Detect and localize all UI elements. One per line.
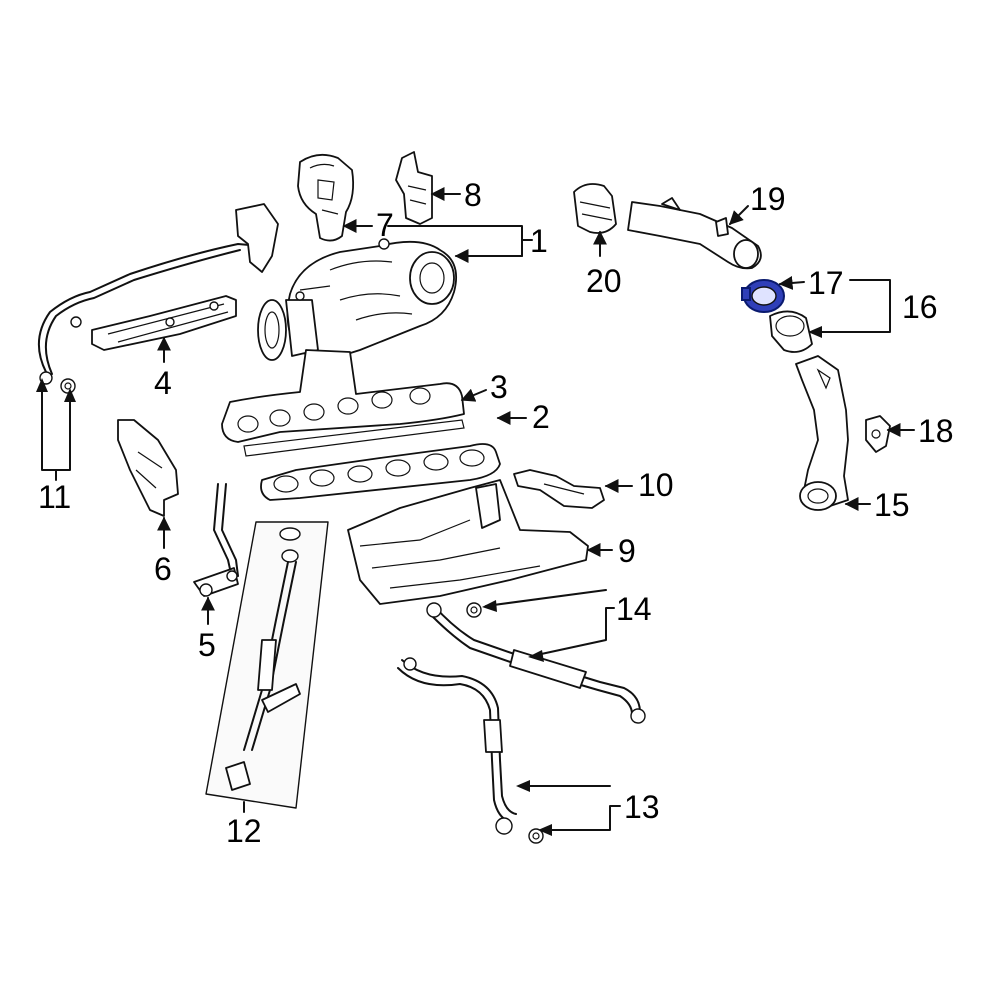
callout-5[interactable]: 5 (198, 627, 216, 663)
hose-clamp-part[interactable] (741, 279, 785, 313)
callout-2[interactable]: 2 (532, 399, 550, 435)
callout-7[interactable]: 7 (376, 207, 394, 243)
heat-shield-bar-part[interactable] (91, 295, 237, 351)
callout-9[interactable]: 9 (618, 533, 636, 569)
leader-lines (36, 187, 915, 836)
callout-19[interactable]: 19 (750, 181, 786, 217)
callout-15[interactable]: 15 (874, 487, 910, 523)
callout-14[interactable]: 14 (616, 591, 652, 627)
callout-11[interactable]: 11 (38, 479, 71, 515)
intake-pipe-part[interactable] (627, 197, 762, 270)
mount-bracket-part[interactable] (117, 419, 179, 517)
callout-17[interactable]: 17 (808, 265, 844, 301)
intake-sleeve-part[interactable] (573, 183, 617, 234)
callout-13[interactable]: 13 (624, 789, 660, 825)
sensor-part[interactable] (865, 415, 891, 453)
callout-20[interactable]: 20 (586, 263, 622, 299)
oil-return-pipe-part[interactable] (193, 483, 239, 597)
callout-8[interactable]: 8 (464, 177, 482, 213)
coolant-line-13-part[interactable] (397, 657, 544, 844)
bracket-part[interactable] (395, 151, 433, 225)
callout-10[interactable]: 10 (638, 467, 674, 503)
oil-feed-line-part[interactable] (37, 203, 279, 394)
callout-18[interactable]: 18 (918, 413, 954, 449)
callout-labels: 1 2 3 4 5 6 7 8 9 10 11 12 13 14 15 16 1… (38, 177, 954, 849)
hose-coupler-part[interactable] (769, 310, 813, 353)
charge-pipe-part[interactable] (795, 355, 849, 511)
callout-6[interactable]: 6 (154, 551, 172, 587)
callout-1[interactable]: 1 (530, 223, 548, 259)
turbo-heat-shield-part[interactable] (297, 153, 355, 242)
callout-12[interactable]: 12 (226, 813, 262, 849)
exhaust-manifold-part[interactable] (221, 349, 465, 457)
heat-shield-part[interactable] (513, 469, 605, 509)
callout-3[interactable]: 3 (490, 369, 508, 405)
engine-cover-part[interactable] (347, 479, 589, 605)
callout-16[interactable]: 16 (902, 289, 938, 325)
coolant-line-14-part[interactable] (426, 602, 646, 724)
manifold-gasket-part[interactable] (260, 443, 501, 501)
turbocharger-part[interactable] (257, 238, 458, 361)
boxed-oil-pipe-group[interactable] (205, 521, 329, 809)
callout-4[interactable]: 4 (154, 365, 172, 401)
